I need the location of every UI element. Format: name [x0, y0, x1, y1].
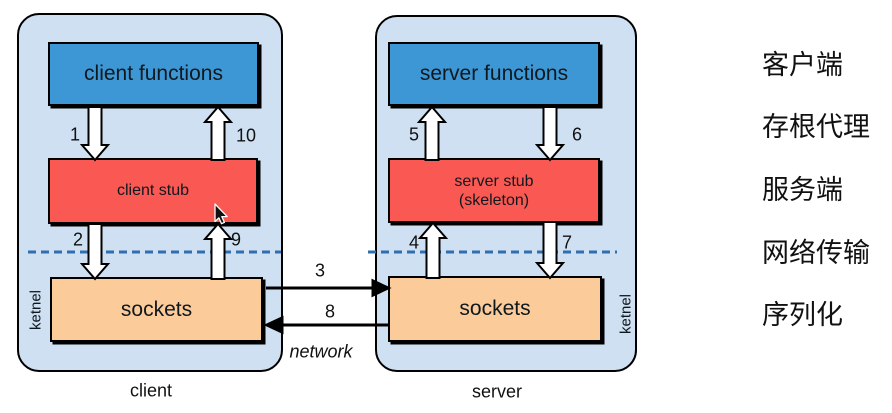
client-sockets-box: sockets [50, 277, 263, 342]
flow-step-7: 7 [561, 232, 573, 253]
server-stub-label: server stub [454, 172, 534, 190]
flow-step-9: 9 [230, 229, 242, 250]
server-sockets-box: sockets [388, 276, 602, 342]
client-caption: client [129, 380, 173, 401]
server-stub-box: server stub (skeleton) [388, 158, 600, 223]
flow-step-5: 5 [408, 124, 420, 145]
server-functions-box: server functions [388, 42, 600, 106]
flow-step-10: 10 [235, 125, 257, 146]
client-functions-label: client functions [84, 62, 223, 85]
client-functions-box: client functions [48, 42, 259, 106]
legend-item-client: 客户端 [762, 50, 843, 80]
legend-item-stub-proxy: 存根代理 [762, 112, 870, 142]
client-stub-box: client stub [48, 158, 258, 224]
flow-step-8: 8 [324, 301, 336, 322]
legend-item-serialization: 序列化 [762, 300, 843, 330]
server-caption: server [471, 381, 523, 402]
flow-step-6: 6 [571, 124, 583, 145]
flow-step-3: 3 [314, 260, 326, 281]
server-stub-note: (skeleton) [458, 191, 530, 209]
server-kernel-label: ketnel [617, 293, 635, 335]
server-sockets-label: sockets [459, 297, 531, 320]
client-kernel-label: ketnel [27, 289, 45, 331]
legend-item-server: 服务端 [762, 175, 843, 205]
network-label: network [289, 341, 353, 362]
flow-step-4: 4 [408, 232, 420, 253]
flow-step-1: 1 [69, 124, 81, 145]
legend-item-network-trans: 网络传输 [762, 238, 870, 268]
client-sockets-label: sockets [120, 297, 193, 321]
flow-step-2: 2 [72, 229, 84, 250]
client-stub-label: client stub [116, 182, 190, 199]
server-functions-label: server functions [419, 62, 569, 85]
